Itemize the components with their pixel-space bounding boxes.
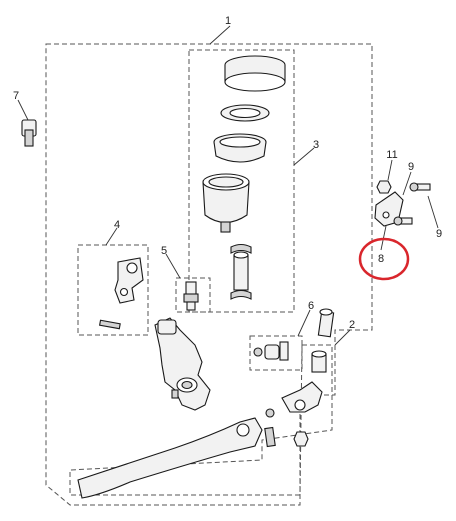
assembly-3-boundary [188, 49, 295, 313]
callout-11: 11 [386, 149, 397, 161]
callout-7: 7 [13, 90, 19, 102]
reservoir-bracket [114, 257, 144, 304]
lever-pivot-bolt [317, 308, 335, 338]
callout-9-lower: 9 [436, 228, 442, 240]
lever-adjuster [281, 381, 323, 413]
callout-9-upper: 9 [408, 161, 414, 173]
reservoir-diaphragm [213, 133, 267, 163]
reservoir-body [202, 173, 250, 233]
assembly-4-boundary [77, 244, 149, 336]
bracket-pin [98, 319, 121, 330]
assembly-2-boundary [69, 344, 333, 496]
lever-detent-ball [265, 408, 275, 418]
reservoir-cap [224, 55, 286, 92]
assembly-6-boundary [249, 335, 303, 371]
callout-2: 2 [349, 319, 355, 331]
brake-lever [77, 417, 263, 499]
callout-5: 5 [161, 245, 167, 257]
callout-3: 3 [313, 139, 319, 151]
master-cylinder-body [154, 317, 211, 411]
lever-nut [293, 431, 309, 447]
lever-adjuster-spring [264, 426, 276, 448]
hose-clip-upper [230, 243, 252, 254]
banjo-fitting-kit [253, 341, 289, 361]
assembly-5-boundary [175, 277, 211, 313]
clamp-bolt [21, 119, 37, 147]
switch-screw-lower [393, 216, 413, 226]
callout-4: 4 [114, 219, 120, 231]
callout-6: 6 [308, 300, 314, 312]
hose-clip-lower [230, 289, 252, 300]
reservoir-diaphragm-plate [220, 104, 270, 122]
switch-nut [376, 180, 392, 194]
highlight-circle [358, 237, 410, 281]
leader-lines [17, 25, 439, 346]
callout-8: 8 [378, 253, 384, 265]
lever-bushing [311, 350, 327, 373]
reservoir-hose [233, 251, 249, 291]
switch-screw-upper [409, 182, 431, 192]
hose-fitting [183, 281, 199, 311]
callout-1: 1 [225, 15, 231, 27]
